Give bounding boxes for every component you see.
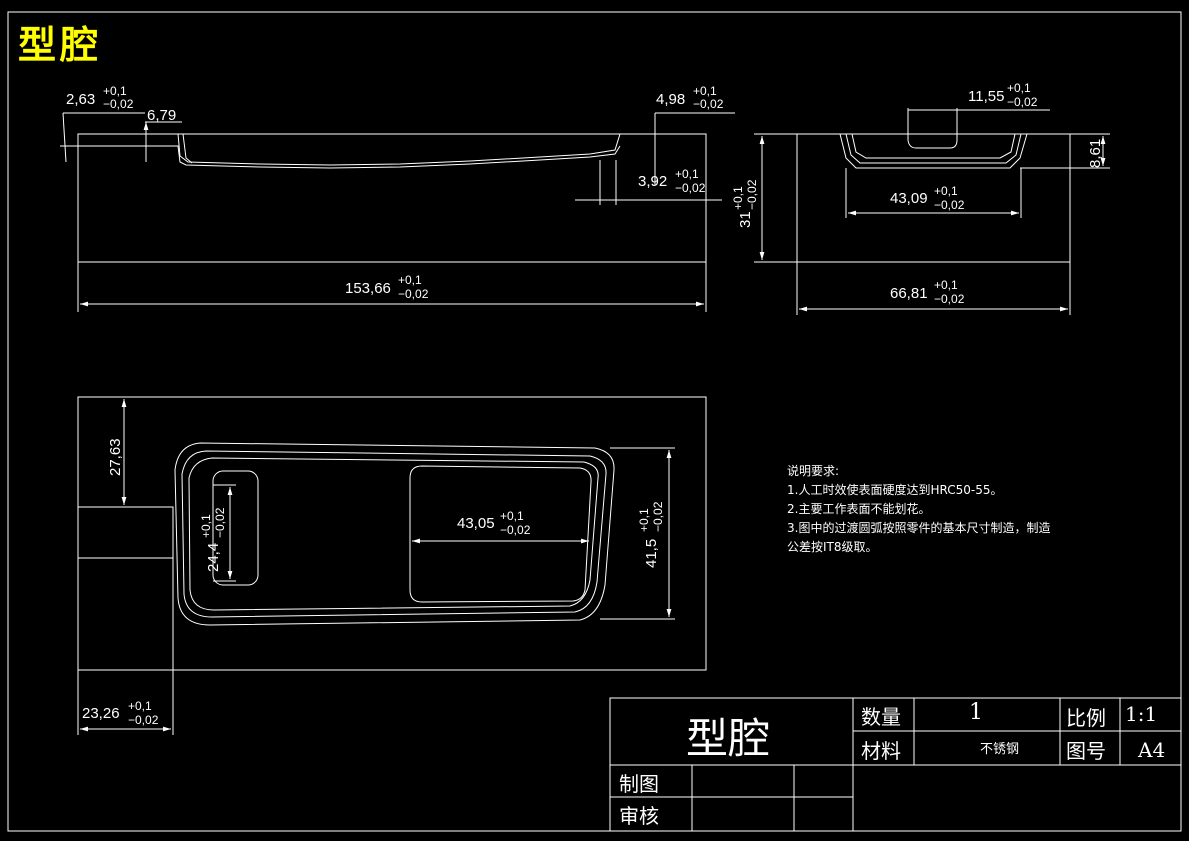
dim-tol-minus: −0,02 bbox=[128, 713, 159, 727]
front-cavity-fillet bbox=[182, 133, 193, 164]
right-pocket bbox=[409, 465, 592, 603]
dim-tol-minus: −0,02 bbox=[745, 179, 759, 210]
dim-tol-minus: −0,02 bbox=[934, 292, 965, 306]
dim-text: 8,61 bbox=[1087, 139, 1104, 168]
drawn-label: 制图 bbox=[619, 772, 659, 796]
dim-tol-plus: +0,1 bbox=[693, 84, 717, 98]
dim-tol-plus: +0,1 bbox=[1007, 81, 1031, 95]
dim-tol-minus: −0,02 bbox=[213, 507, 227, 538]
dim-tol-minus: −0,02 bbox=[934, 198, 965, 212]
checked-label: 审核 bbox=[619, 804, 659, 828]
dim-tol-minus: −0,02 bbox=[651, 501, 665, 532]
dim-tol-minus: −0,02 bbox=[693, 97, 724, 111]
dim-text: 153,66 bbox=[345, 280, 391, 297]
dim-tol-minus: −0,02 bbox=[675, 181, 706, 195]
dim-tol-plus: +0,1 bbox=[128, 699, 152, 713]
dim-tol-plus: +0,1 bbox=[500, 509, 524, 523]
dim-text: 23,26 bbox=[82, 705, 120, 722]
part-name: 型腔 bbox=[686, 714, 771, 763]
technical-notes: 说明要求: 1.人工时效使表面硬度达到HRC50-55。 2.主要工作表面不能划… bbox=[787, 462, 1050, 557]
dim-text: 41,5 bbox=[643, 539, 660, 568]
dim-tol-plus: +0,1 bbox=[103, 84, 127, 98]
notes-item: 3.图中的过渡圆弧按照零件的基本尺寸制造，制造 bbox=[787, 521, 1051, 535]
dim-text: 43,09 bbox=[890, 190, 928, 207]
scale-label: 比例 bbox=[1066, 706, 1106, 730]
notes-item: 公差按IT8级取。 bbox=[787, 540, 878, 554]
drawing-no-label: 图号 bbox=[1066, 739, 1106, 763]
notes-item: 1.人工时效使表面硬度达到HRC50-55。 bbox=[787, 483, 1003, 497]
dim-text: 11,55 bbox=[968, 88, 1004, 105]
side-cavity-inner2 bbox=[851, 133, 1016, 159]
title-block-grid bbox=[609, 697, 1182, 832]
side-cavity-inner bbox=[845, 133, 1022, 164]
dim-text: 31 bbox=[737, 211, 754, 228]
drawing-no-value: A4 bbox=[1138, 738, 1166, 762]
top-view bbox=[77, 396, 707, 735]
dim-text: 24,4 bbox=[205, 543, 222, 572]
dim-text: 66,81 bbox=[890, 285, 928, 302]
dim-tol-plus: +0,1 bbox=[675, 167, 699, 181]
side-view-outline bbox=[796, 133, 1071, 263]
dim-text: 27,63 bbox=[107, 438, 124, 476]
dim-tol-plus: +0,1 bbox=[199, 514, 213, 538]
side-pocket bbox=[907, 134, 958, 149]
dim-text: 6,79 bbox=[147, 107, 176, 124]
material-label: 材料 bbox=[861, 739, 901, 763]
dim-text: 43,05 bbox=[457, 515, 495, 532]
dim-tol-plus: +0,1 bbox=[398, 273, 422, 287]
qty-label: 数量 bbox=[861, 705, 901, 729]
dimension-labels: 2,63 +0,1 −0,02 6,79 4,98 +0,1 −0,02 3,9… bbox=[66, 81, 1104, 727]
dim-tol-minus: −0,02 bbox=[500, 523, 531, 537]
dim-text: 3,92 bbox=[638, 173, 667, 190]
scale-value: 1:1 bbox=[1125, 702, 1158, 726]
top-view-outline bbox=[77, 396, 707, 671]
cavity-outline-inner bbox=[188, 457, 599, 611]
dim-tol-plus: +0,1 bbox=[934, 184, 958, 198]
dim-line bbox=[62, 112, 67, 163]
dim-tol-plus: +0,1 bbox=[637, 508, 651, 532]
front-view-outline bbox=[77, 133, 707, 263]
sheet-border bbox=[7, 11, 1182, 832]
front-cavity-profile bbox=[78, 145, 621, 169]
front-cavity-inner bbox=[177, 133, 621, 166]
top-view-slot bbox=[78, 506, 174, 559]
dim-text: 4,98 bbox=[656, 91, 685, 108]
dim-tol-plus: +0,1 bbox=[731, 186, 745, 210]
side-cavity-outer bbox=[839, 133, 1028, 169]
qty-value: 1 bbox=[969, 700, 983, 725]
front-view bbox=[60, 112, 735, 312]
notes-item: 2.主要工作表面不能划花。 bbox=[787, 502, 931, 516]
cavity-outline-mid bbox=[181, 450, 607, 618]
material-value: 不锈钢 bbox=[980, 742, 1020, 757]
sheet-title: 型腔 bbox=[18, 23, 103, 67]
dim-tol-minus: −0,02 bbox=[398, 287, 429, 301]
dim-text: 2,63 bbox=[66, 91, 95, 108]
dim-tol-plus: +0,1 bbox=[934, 278, 958, 292]
notes-heading: 说明要求: bbox=[787, 464, 840, 478]
side-view bbox=[754, 108, 1110, 315]
dim-tol-minus: −0,02 bbox=[1007, 95, 1038, 109]
dim-tol-minus: −0,02 bbox=[103, 97, 134, 111]
cavity-outline-outer bbox=[174, 442, 615, 626]
left-pocket bbox=[212, 470, 259, 586]
